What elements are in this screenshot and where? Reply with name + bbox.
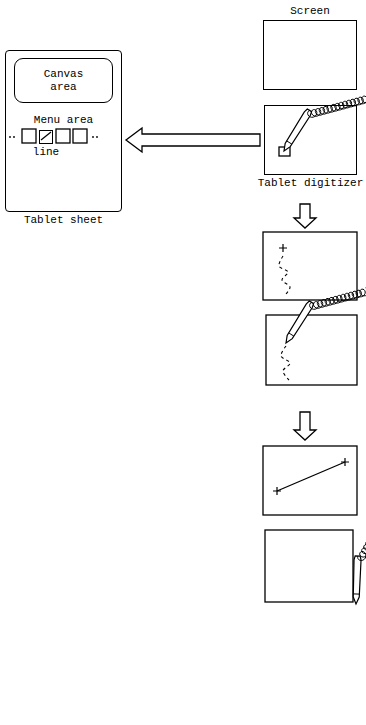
screen-box: Screen [263,20,357,90]
cursor-cross [273,487,281,495]
stylus-band [289,333,294,336]
ellipsis-dot [9,136,11,138]
block-arrow [126,128,260,152]
node-caption: Tablet sheet [24,214,103,227]
cursor-cross [279,244,287,252]
node-label: Screen [290,5,330,18]
step-arrow [294,412,316,440]
drawn-line [277,462,345,491]
stylus-pen [286,301,314,343]
pen-trace [279,256,290,294]
coil-cord [308,95,366,118]
ellipsis-dot [96,136,98,138]
node-label: Tablet digitizer [258,177,364,190]
node-label: Canvas area [34,67,94,93]
menu-icon-box [73,129,87,143]
menu-icon-box [22,129,36,143]
tablet-sheet-box: Menu areaTablet sheetCanvas arealine [5,50,122,212]
step-arrow [294,204,316,228]
menu-icon-box: line [39,130,53,144]
menu-icon-box [56,129,70,143]
ellipsis-dot [13,136,15,138]
stylus-band [287,141,292,144]
stylus-pen [284,109,312,151]
node-label: Menu area [34,114,93,127]
ellipsis-dot [92,136,94,138]
stylus-band [353,593,359,594]
screen-box [263,232,357,300]
screen-box [263,446,357,515]
line-icon [41,132,51,140]
canvas-area-box: Canvas area [14,58,113,103]
coil-cord [358,534,366,560]
tablet-digitizer-box [265,530,353,602]
pen-trace [281,346,290,380]
coil-cord [310,288,366,309]
stylus-pen [353,556,361,604]
tablet-digitizer-box [266,315,357,385]
node-label: line [33,146,59,159]
cursor-cross [341,458,349,466]
tablet-digitizer-box: Tablet digitizer [264,105,357,175]
